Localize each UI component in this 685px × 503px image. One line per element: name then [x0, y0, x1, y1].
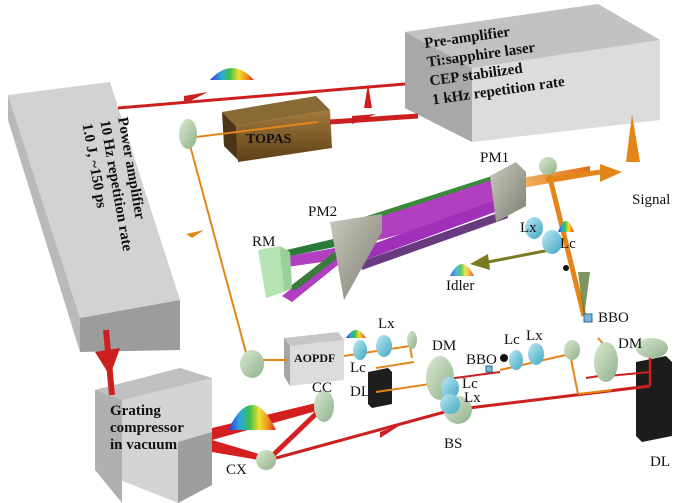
delay-line-right — [636, 356, 672, 442]
aopdf-box — [284, 332, 344, 386]
mirror-small-right — [564, 340, 580, 360]
cx-mirror — [256, 450, 276, 470]
label-lc-right: Lc — [560, 236, 576, 252]
lens-lc-right — [542, 230, 562, 254]
label-cc: CC — [312, 380, 332, 396]
aopdf-label: AOPDF — [294, 351, 335, 365]
bbo-right-crystal — [583, 313, 593, 323]
mirror-dl-right — [636, 338, 668, 358]
cc-mirror — [314, 390, 334, 422]
label-dm-left: DM — [432, 338, 456, 354]
lens-lx-left — [376, 335, 392, 357]
label-lc-left: Lc — [350, 360, 366, 376]
label-pm1: PM1 — [480, 150, 509, 166]
label-bbo-center: BBO — [466, 352, 497, 368]
bbo-right-mount — [563, 265, 569, 271]
idler-spectrum — [450, 264, 474, 276]
power-amplifier-label: Power amplifier 10 Hz repetition rate 1.… — [79, 116, 148, 253]
signal-spectrum — [558, 221, 574, 232]
label-bbo-right: BBO — [598, 310, 629, 326]
bbo-center-mount — [500, 354, 508, 362]
label-dm-right: DM — [618, 336, 642, 352]
lens-lc-bottom — [441, 377, 459, 399]
spectrum-pulse-top — [210, 68, 254, 80]
topas-label: TOPAS — [246, 132, 292, 147]
label-lx-right: Lx — [520, 220, 537, 236]
lens-lx-bottom — [440, 394, 460, 414]
label-rm: RM — [252, 234, 275, 250]
label-bs: BS — [444, 436, 462, 452]
label-lx-left: Lx — [378, 316, 395, 332]
aopdf-spectrum — [346, 330, 366, 338]
mirror-top-left — [179, 119, 197, 149]
lens-lc-left — [353, 340, 367, 360]
compressor-label: Grating compressor in vacuum — [110, 403, 184, 453]
svg-text:Grating: Grating — [110, 403, 161, 419]
delay-line-left — [368, 368, 392, 408]
label-dl-left: DL — [350, 384, 370, 400]
label-signal: Signal — [632, 192, 670, 208]
label-lx-center: Lx — [526, 328, 543, 344]
rm-mirror — [258, 246, 292, 298]
pm2-mirror — [330, 214, 382, 300]
mirror-signal-turn — [539, 157, 557, 175]
label-lx-bottom: Lx — [464, 390, 481, 406]
label-pm2: PM2 — [308, 204, 337, 220]
bbo-center-crystal — [485, 365, 493, 373]
topas-box — [222, 96, 332, 162]
dm-right-mirror — [594, 342, 618, 382]
lens-lc-center — [509, 350, 523, 370]
red-pulse — [364, 84, 372, 108]
label-cx: CX — [226, 462, 247, 478]
spectrum-pulse-compressor — [228, 405, 276, 430]
mirror-aopdf-input — [240, 350, 264, 378]
label-lc-bottom: Lc — [462, 376, 478, 392]
svg-text:in vacuum: in vacuum — [110, 437, 178, 453]
preamp-box — [405, 4, 660, 142]
label-dl-right: DL — [650, 454, 670, 470]
grating-compressor-box — [95, 368, 212, 503]
mirror-small-left — [407, 331, 417, 349]
lens-lx-right — [525, 217, 543, 239]
label-lc-center: Lc — [504, 332, 520, 348]
lens-lx-center — [528, 343, 544, 365]
svg-text:compressor: compressor — [110, 420, 184, 436]
label-idler: Idler — [446, 278, 474, 294]
signal-pulse — [626, 114, 640, 162]
pm1-mirror — [490, 162, 526, 222]
